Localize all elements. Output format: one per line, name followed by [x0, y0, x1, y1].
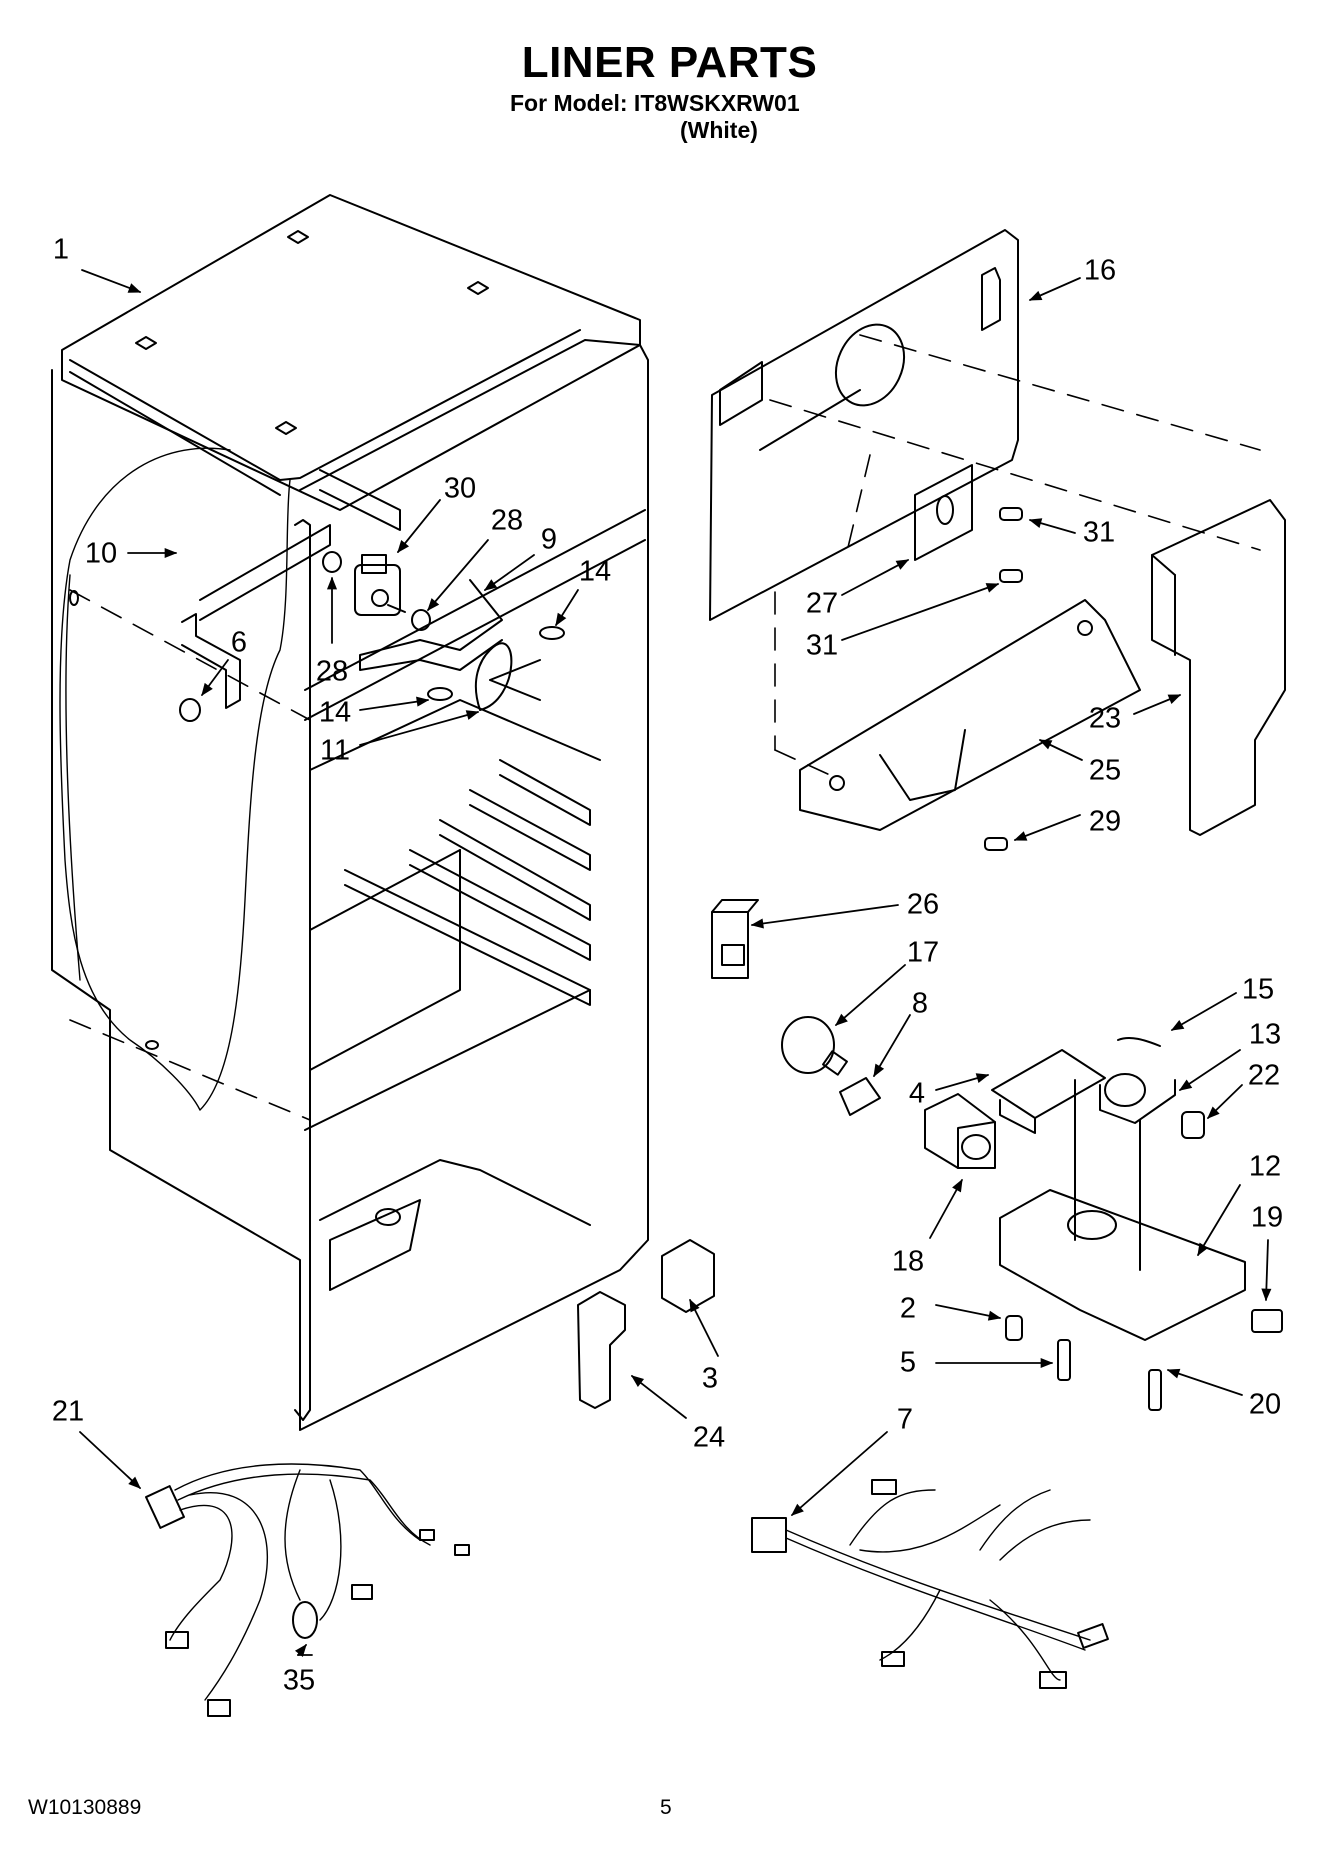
cover-plate-part-27	[914, 464, 973, 561]
callout-4[interactable]: 4	[908, 1077, 926, 1110]
switch-housing-part-26	[711, 899, 759, 979]
callout-28-lower[interactable]: 28	[315, 655, 349, 688]
grommet-part-28-upper	[411, 609, 431, 631]
callout-21[interactable]: 21	[51, 1395, 85, 1428]
wire-harness-part-7	[751, 1479, 1109, 1689]
fastener-part-2	[1005, 1315, 1023, 1341]
bracket-part-10	[181, 469, 401, 709]
fan-blade-part-11	[474, 642, 541, 711]
wire-harness-part-21	[145, 1463, 470, 1717]
callout-35[interactable]: 35	[282, 1664, 316, 1697]
screw-part-14-lower	[427, 687, 453, 701]
callout-11[interactable]: 11	[319, 734, 351, 767]
callout-3[interactable]: 3	[701, 1362, 719, 1395]
callout-31-upper[interactable]: 31	[1082, 516, 1116, 549]
light-bulb-part-17	[781, 1016, 848, 1076]
page-title: LINER PARTS	[521, 38, 818, 87]
callout-20[interactable]: 20	[1248, 1388, 1282, 1421]
color-line: (White)	[680, 117, 758, 143]
plug-part-6	[179, 698, 201, 722]
callout-7[interactable]: 7	[896, 1403, 914, 1436]
screw-part-14-upper	[539, 626, 565, 640]
callout-9[interactable]: 9	[540, 523, 558, 556]
callout-15[interactable]: 15	[1241, 973, 1275, 1006]
rear-panel-part-16	[709, 229, 1261, 776]
grommet-part-28-lower	[322, 551, 342, 573]
switch-part-19	[1251, 1309, 1283, 1333]
callout-24[interactable]: 24	[692, 1421, 726, 1454]
connector-part-3	[661, 1239, 715, 1313]
page-number: 5	[660, 1796, 672, 1819]
callout-2[interactable]: 2	[899, 1292, 917, 1325]
callout-25[interactable]: 25	[1088, 754, 1122, 787]
callout-6[interactable]: 6	[230, 626, 248, 659]
callout-17[interactable]: 17	[906, 936, 940, 969]
callout-14-upper[interactable]: 14	[578, 555, 612, 588]
callout-5[interactable]: 5	[899, 1346, 917, 1379]
callout-10[interactable]: 10	[84, 537, 118, 570]
callout-arrows	[79, 269, 1272, 1658]
callout-19[interactable]: 19	[1250, 1201, 1284, 1234]
side-duct-part-23	[1151, 499, 1286, 836]
callout-1[interactable]: 1	[52, 233, 70, 266]
callout-14-lower[interactable]: 14	[318, 696, 352, 729]
light-shield-part-25	[799, 599, 1141, 831]
screw-part-31-upper	[999, 507, 1023, 521]
document-number: W10130889	[28, 1796, 142, 1819]
socket-part-8	[839, 1077, 881, 1116]
screw-part-5	[1057, 1339, 1071, 1381]
screw-part-29	[984, 837, 1008, 851]
callout-12[interactable]: 12	[1248, 1150, 1282, 1183]
callout-13[interactable]: 13	[1248, 1018, 1282, 1051]
callout-26[interactable]: 26	[906, 888, 940, 921]
control-board-part-4	[991, 1049, 1106, 1134]
callout-18[interactable]: 18	[891, 1245, 925, 1278]
callout-28-upper[interactable]: 28	[490, 504, 524, 537]
model-line: For Model: IT8WSKXRW01	[510, 90, 800, 116]
callout-29[interactable]: 29	[1088, 805, 1122, 838]
connector-part-24	[577, 1291, 626, 1409]
callout-27[interactable]: 27	[805, 587, 839, 620]
callout-23[interactable]: 23	[1088, 702, 1122, 735]
fan-motor-part-30	[354, 554, 406, 616]
control-housing-part-12	[999, 1079, 1246, 1341]
callout-16[interactable]: 16	[1083, 254, 1117, 287]
knob-part-22	[1181, 1111, 1205, 1139]
callout-8[interactable]: 8	[911, 987, 929, 1020]
liner-cabinet	[51, 194, 649, 1431]
thermostat-part-13	[1099, 1073, 1176, 1124]
callout-31-lower[interactable]: 31	[805, 629, 839, 662]
screw-part-20	[1148, 1369, 1162, 1411]
motor-bracket-part-9	[359, 579, 503, 671]
callout-30[interactable]: 30	[443, 472, 477, 505]
tube-part-15	[1117, 1036, 1161, 1047]
light-cover-part-18	[924, 1093, 996, 1169]
screw-part-31-lower	[999, 569, 1023, 583]
callout-22[interactable]: 22	[1247, 1059, 1281, 1092]
